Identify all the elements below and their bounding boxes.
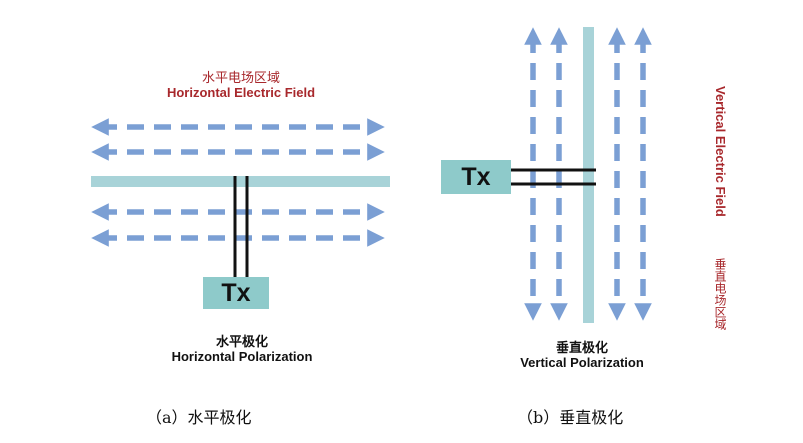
vertical-transmitter-box: Tx	[441, 160, 511, 194]
vertical-polarization-figure	[505, 27, 652, 323]
horizontal-polarization-figure	[91, 118, 390, 277]
vertical-field-label: Vertical Electric Field 垂直电场区域	[704, 86, 730, 330]
vertical-antenna-bar	[583, 27, 594, 323]
vertical-field-label-cn: 垂直电场区域	[713, 257, 727, 330]
vertical-feed-lines	[505, 168, 596, 186]
vertical-field-arrows	[524, 27, 652, 321]
vertical-polarization-en: Vertical Polarization	[520, 355, 644, 370]
horizontal-polarization-cn: 水平极化	[215, 335, 268, 350]
vertical-tx-label: Tx	[461, 162, 491, 191]
horizontal-field-label-cn: 水平电场区域	[201, 71, 280, 86]
horizontal-polarization-en: Horizontal Polarization	[171, 349, 313, 364]
figure-b-caption: （b）垂直极化	[517, 408, 624, 427]
horizontal-transmitter-box: Tx	[203, 277, 269, 309]
horizontal-feed-lines	[233, 176, 249, 277]
horizontal-antenna-bar	[91, 176, 390, 187]
figure-a-caption: （a）水平极化	[146, 408, 252, 427]
vertical-field-label-en: Vertical Electric Field	[713, 86, 728, 217]
horizontal-tx-label: Tx	[221, 278, 251, 307]
horizontal-field-label-en: Horizontal Electric Field	[166, 85, 316, 100]
horizontal-field-arrows	[91, 118, 385, 247]
vertical-polarization-cn: 垂直极化	[555, 341, 608, 356]
